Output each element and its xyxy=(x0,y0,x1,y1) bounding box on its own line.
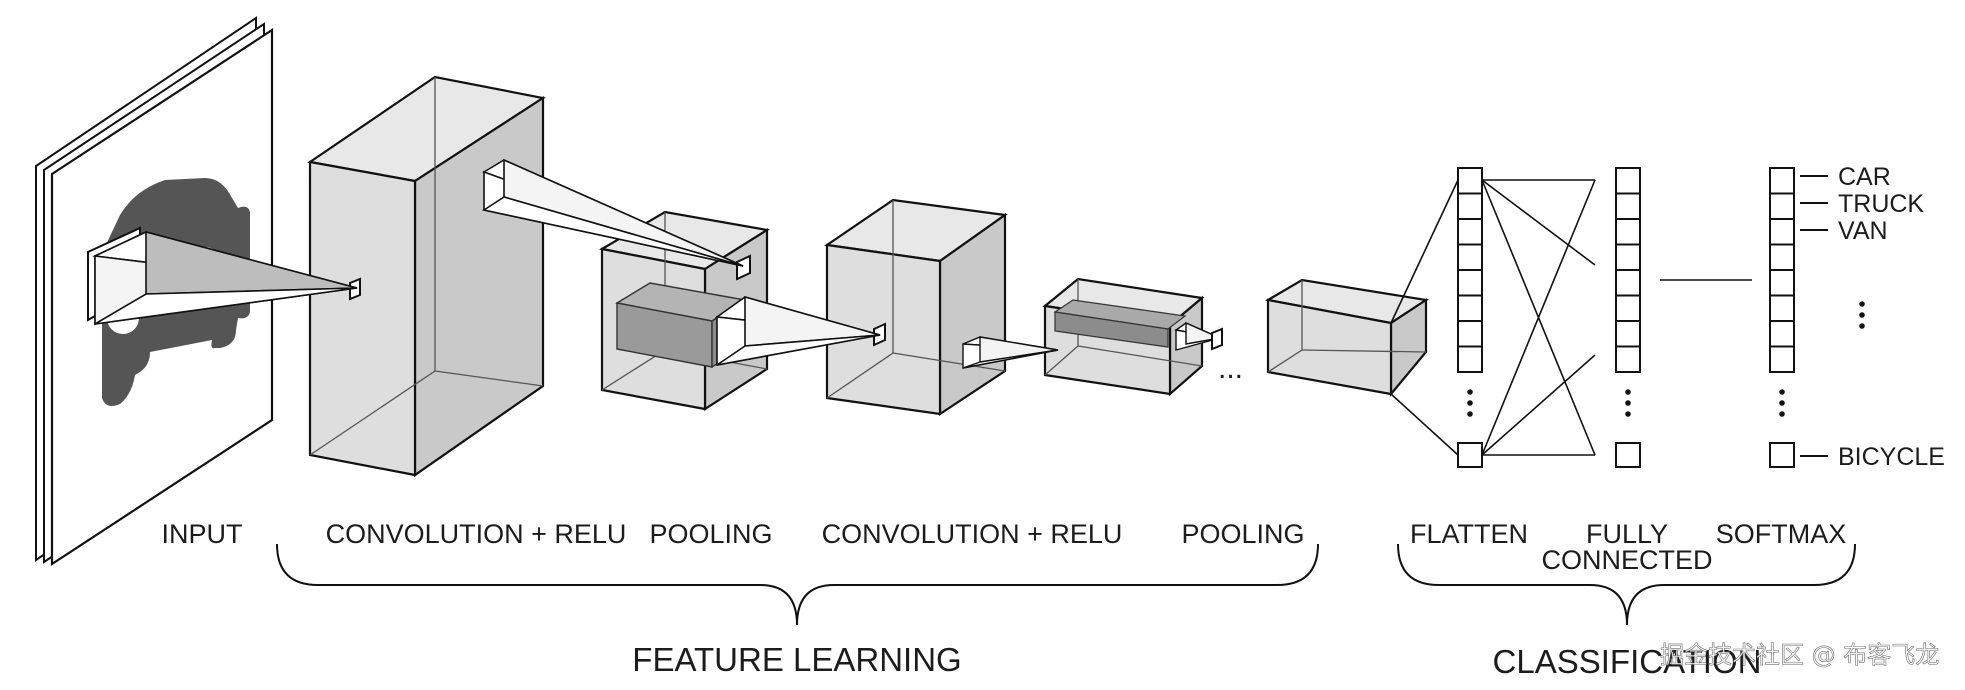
stage-label-connected: CONNECTED xyxy=(1541,545,1712,575)
stage-label-softmax: SOFTMAX xyxy=(1716,519,1847,549)
flatten-input-line xyxy=(1390,179,1459,324)
softmax-neuron-ellipsis-dot xyxy=(1779,389,1785,395)
class-label-truck: TRUCK xyxy=(1838,190,1924,218)
class-ellipsis-dot xyxy=(1859,301,1865,307)
softmax-neuron xyxy=(1769,192,1795,220)
projection-pyramids xyxy=(92,158,1223,369)
fc-neuron-ellipsis-dot xyxy=(1625,389,1631,395)
fc-connection xyxy=(1481,179,1596,266)
conv1-volume xyxy=(307,75,546,478)
flatten-neuron xyxy=(1457,218,1483,246)
flatten-neuron xyxy=(1457,192,1483,220)
flatten-neuron xyxy=(1457,294,1483,322)
flatten-neuron xyxy=(1457,345,1483,373)
stage-label-conv2: CONVOLUTION + RELU xyxy=(822,519,1123,549)
classifier-layers xyxy=(1390,167,1865,468)
fc-neuron xyxy=(1615,320,1641,348)
fc-neuron xyxy=(1615,345,1641,373)
softmax-neuron xyxy=(1769,345,1795,373)
flatten-neuron xyxy=(1457,269,1483,297)
stage-label-pool2: POOLING xyxy=(1181,519,1304,549)
group-label-classification: CLASSIFICATION xyxy=(1493,643,1762,680)
class-label-car: CAR xyxy=(1838,163,1891,191)
fc-neuron-last xyxy=(1615,442,1641,468)
class-labels: CAR TRUCK VAN BICYCLE xyxy=(1800,163,1945,471)
softmax-neuron-ellipsis-dot xyxy=(1779,400,1785,406)
stage-label-fully: FULLY xyxy=(1586,519,1668,549)
conv2-volume xyxy=(824,198,1008,417)
pool2-volume xyxy=(1042,277,1205,397)
fc-neuron xyxy=(1615,192,1641,220)
flatten-input-line xyxy=(1390,393,1459,456)
stage-label-flatten: FLATTEN xyxy=(1410,519,1528,549)
stage-label-conv1: CONVOLUTION + RELU xyxy=(326,519,627,549)
class-label-van: VAN xyxy=(1838,217,1888,245)
fc-neuron-ellipsis-dot xyxy=(1625,411,1631,417)
flatten-neuron xyxy=(1457,243,1483,271)
group-label-feature-learning: FEATURE LEARNING xyxy=(632,641,961,678)
flatten-neuron-ellipsis-dot xyxy=(1467,411,1473,417)
feature-learning-brace xyxy=(276,543,1319,626)
class-ellipsis-dot xyxy=(1859,323,1865,329)
fc-neuron xyxy=(1615,243,1641,271)
stage-label-input: INPUT xyxy=(162,519,243,549)
flatten-neuron xyxy=(1457,320,1483,348)
fc-neuron xyxy=(1615,167,1641,195)
fc-neuron-ellipsis-dot xyxy=(1625,400,1631,406)
softmax-neuron-ellipsis-dot xyxy=(1779,411,1785,417)
softmax-neuron xyxy=(1769,243,1795,271)
flatten-volume xyxy=(1264,278,1429,398)
flatten-neuron-last xyxy=(1457,442,1483,468)
layer-ellipsis: ... xyxy=(1218,352,1243,385)
softmax-neuron-last xyxy=(1769,442,1795,468)
flatten-neuron xyxy=(1457,167,1483,195)
classification-brace xyxy=(1397,543,1856,626)
fc-connection xyxy=(1481,179,1596,456)
stage-label-pool1: POOLING xyxy=(649,519,772,549)
fc-neuron xyxy=(1615,269,1641,297)
fc-neuron xyxy=(1615,218,1641,246)
flatten-neuron-ellipsis-dot xyxy=(1467,400,1473,406)
softmax-neuron xyxy=(1769,294,1795,322)
softmax-neuron xyxy=(1769,320,1795,348)
softmax-neuron xyxy=(1769,167,1795,195)
class-label-bicycle: BICYCLE xyxy=(1838,443,1945,471)
fc-neuron xyxy=(1615,294,1641,322)
fc-connection xyxy=(1481,354,1596,456)
class-ellipsis-dot xyxy=(1859,312,1865,318)
softmax-neuron xyxy=(1769,269,1795,297)
softmax-neuron xyxy=(1769,218,1795,246)
flatten-neuron-ellipsis-dot xyxy=(1467,389,1473,395)
watermark: 掘金技术社区 @ 布客飞龙 xyxy=(1660,641,1939,669)
